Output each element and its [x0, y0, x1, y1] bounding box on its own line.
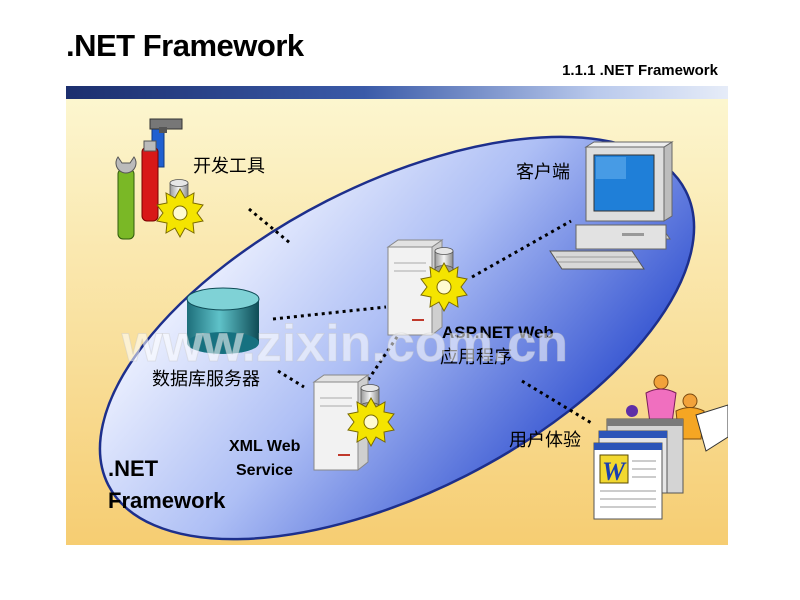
database-server-label: 数据库服务器 [152, 369, 260, 390]
user-experience-label: 用户体验 [509, 430, 581, 451]
connector-database-asp [272, 305, 387, 321]
framework-label-line1: .NET [108, 456, 159, 481]
connector-database-xml [277, 369, 305, 389]
framework-diagram: 开发工具 客户端 数据库服务器 ASP.NET Web 应用程序 XML [66, 99, 728, 545]
user-experience-icon: W [593, 374, 728, 520]
connector-client [471, 219, 572, 279]
page-title: .NET Framework [66, 28, 304, 63]
connector-asp-xml [360, 330, 403, 390]
title-band [66, 86, 728, 99]
window-stack-icon: W [593, 418, 684, 520]
section-title: 1.1.1 .NET Framework [562, 62, 718, 79]
dev-tools-label: 开发工具 [193, 156, 265, 177]
aspnet-app-label-line1: ASP.NET Web [442, 323, 554, 342]
aspnet-app-label-line2: 应用程序 [440, 347, 512, 368]
xml-web-service-label-line1: XML Web [229, 438, 301, 455]
watermark: www.zixin.com.cn [121, 315, 568, 373]
database-icon [186, 287, 260, 354]
dev-tools-icon [115, 118, 204, 240]
svg-text:W: W [602, 457, 627, 486]
client-label: 客户端 [516, 162, 570, 183]
client-computer-icon [549, 141, 674, 270]
diagram-canvas: 开发工具 客户端 数据库服务器 ASP.NET Web 应用程序 XML [66, 99, 728, 545]
framework-label-line2: Framework [108, 488, 226, 513]
connectors [248, 207, 594, 426]
xml-web-service-label-line2: Service [236, 462, 293, 479]
connector-devtools [248, 207, 291, 245]
